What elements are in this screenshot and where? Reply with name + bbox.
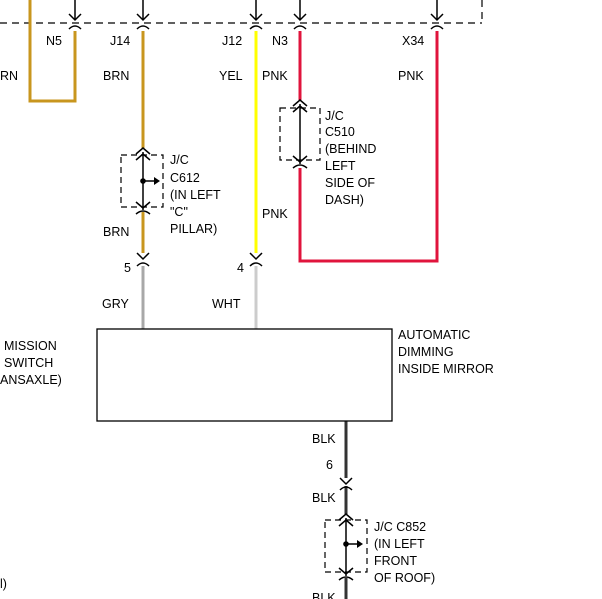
wire-label-pnk-mid: PNK bbox=[262, 207, 288, 221]
svg-text:MISSION: MISSION bbox=[4, 339, 57, 353]
svg-text:OF ROOF): OF ROOF) bbox=[374, 571, 435, 585]
svg-text:J/C C852: J/C C852 bbox=[374, 520, 426, 534]
svg-text:SWITCH: SWITCH bbox=[4, 356, 53, 370]
svg-text:"C": "C" bbox=[170, 205, 188, 219]
wire-label-brn-bottom: BRN bbox=[103, 225, 129, 239]
terminal-j14 bbox=[136, 0, 150, 30]
junction-c612 bbox=[120, 147, 164, 215]
wire-label-brn-top: BRN bbox=[103, 69, 129, 83]
svg-text:DIMMING: DIMMING bbox=[398, 345, 454, 359]
svg-text:PILLAR): PILLAR) bbox=[170, 222, 217, 236]
mirror-label: AUTOMATIC DIMMING INSIDE MIRROR bbox=[398, 328, 494, 376]
wire-label-yel: YEL bbox=[219, 69, 243, 83]
wire-label-blk-bottom: BLK bbox=[312, 591, 336, 599]
pin-label-j12: J12 bbox=[222, 34, 242, 48]
pin-label-n5: N5 bbox=[46, 34, 62, 48]
svg-text:(IN LEFT: (IN LEFT bbox=[374, 537, 425, 551]
wire-pnk-loop bbox=[298, 31, 439, 263]
wire-label-blk-mid: BLK bbox=[312, 491, 336, 505]
wire-label-gry: GRY bbox=[102, 297, 130, 311]
wire-brn-left-loop bbox=[28, 0, 77, 103]
pin-label-x34: X34 bbox=[402, 34, 424, 48]
transaxle-switch-label: MISSION SWITCH ANSAXLE) bbox=[0, 339, 62, 387]
connector-pin4 bbox=[249, 252, 263, 267]
wire-label-pnk-x34: PNK bbox=[398, 69, 424, 83]
connector-pin5 bbox=[136, 252, 150, 267]
svg-text:(IN LEFT: (IN LEFT bbox=[170, 188, 221, 202]
svg-text:AUTOMATIC: AUTOMATIC bbox=[398, 328, 470, 342]
svg-text:ANSAXLE): ANSAXLE) bbox=[0, 373, 62, 387]
junction-label-c510: J/C C510 (BEHIND LEFT SIDE OF DASH) bbox=[325, 109, 376, 207]
svg-text:J/C: J/C bbox=[170, 153, 189, 167]
svg-text:C510: C510 bbox=[325, 125, 355, 139]
mirror-component-box bbox=[96, 328, 393, 422]
pin-number-4: 4 bbox=[237, 261, 244, 275]
pin-number-6: 6 bbox=[326, 458, 333, 472]
svg-text:DASH): DASH) bbox=[325, 193, 364, 207]
wire-label-brn-left: RN bbox=[0, 69, 18, 83]
pin-number-5: 5 bbox=[124, 261, 131, 275]
wire-label-blk-top: BLK bbox=[312, 432, 336, 446]
wire-label-wht: WHT bbox=[212, 297, 241, 311]
terminal-n5 bbox=[68, 0, 82, 30]
junction-c510 bbox=[279, 99, 321, 169]
junction-c852 bbox=[324, 513, 368, 581]
junction-label-c852: J/C C852 (IN LEFT FRONT OF ROOF) bbox=[374, 520, 435, 585]
top-connector-terminals bbox=[68, 0, 444, 30]
junction-label-c612: J/C C612 (IN LEFT "C" PILLAR) bbox=[170, 153, 221, 236]
wires bbox=[28, 0, 439, 599]
svg-text:LEFT: LEFT bbox=[325, 159, 356, 173]
pin-label-j14: J14 bbox=[110, 34, 130, 48]
svg-text:INSIDE MIRROR: INSIDE MIRROR bbox=[398, 362, 494, 376]
terminal-x34 bbox=[430, 0, 444, 30]
wire-label-pnk-n3: PNK bbox=[262, 69, 288, 83]
svg-text:SIDE OF: SIDE OF bbox=[325, 176, 375, 190]
svg-text:(BEHIND: (BEHIND bbox=[325, 142, 376, 156]
terminal-n3 bbox=[293, 0, 307, 30]
footnote-fragment: l) bbox=[0, 577, 7, 591]
connector-pin6 bbox=[339, 477, 353, 491]
top-dashed-boundary bbox=[0, 0, 483, 24]
pin-label-n3: N3 bbox=[272, 34, 288, 48]
svg-text:J/C: J/C bbox=[325, 109, 344, 123]
terminal-j12 bbox=[249, 0, 263, 30]
svg-text:FRONT: FRONT bbox=[374, 554, 417, 568]
svg-text:C612: C612 bbox=[170, 171, 200, 185]
